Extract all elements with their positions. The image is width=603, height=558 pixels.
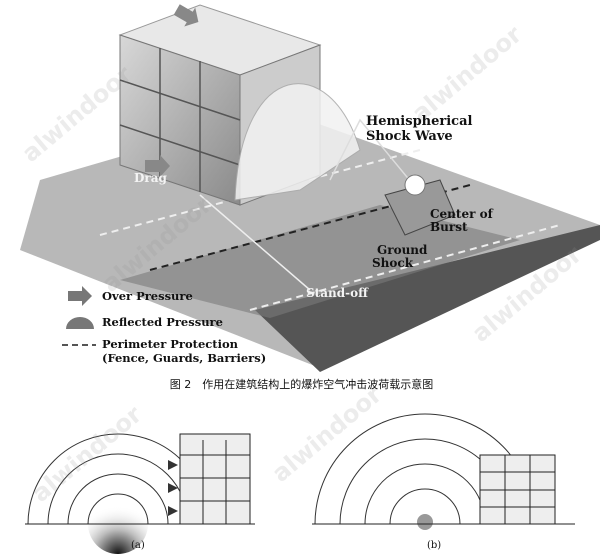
label-center-of: Center of [430,207,493,221]
figure-caption: 图 2 作用在建筑结构上的爆炸空气冲击波荷载示意图 [169,378,434,391]
label-standoff: Stand-off [306,286,368,300]
over-pressure-arrow [145,155,170,177]
legend-perimeter-detail: (Fence, Guards, Barriers) [102,351,267,365]
legend-perimeter-protection: Perimeter Protection [102,337,238,351]
legend-reflected-pressure: Reflected Pressure [102,315,223,329]
over-pressure-legend-icon [68,286,92,306]
reflected-pressure-legend-icon [66,317,94,329]
subfigure-a-label: (a) [131,540,145,551]
label-burst: Burst [430,220,468,234]
label-ground: Ground [377,243,428,257]
perimeter-line [249,224,561,311]
building-a [179,433,251,525]
subfigure-b [312,413,575,530]
legend-over-pressure: Over Pressure [102,289,193,303]
burst-flash [404,174,426,196]
hemispherical-shock-wave [234,83,361,201]
label-shock-wave: Shock Wave [366,129,453,144]
road [120,205,520,318]
label-drag: Drag [134,171,167,185]
subfigure-a [25,433,255,554]
label-hemispherical: Hemispherical [366,114,473,129]
subfigure-b-label: (b) [427,540,442,551]
label-shock: Shock [372,256,414,270]
over-pressure-arrow [173,4,199,27]
